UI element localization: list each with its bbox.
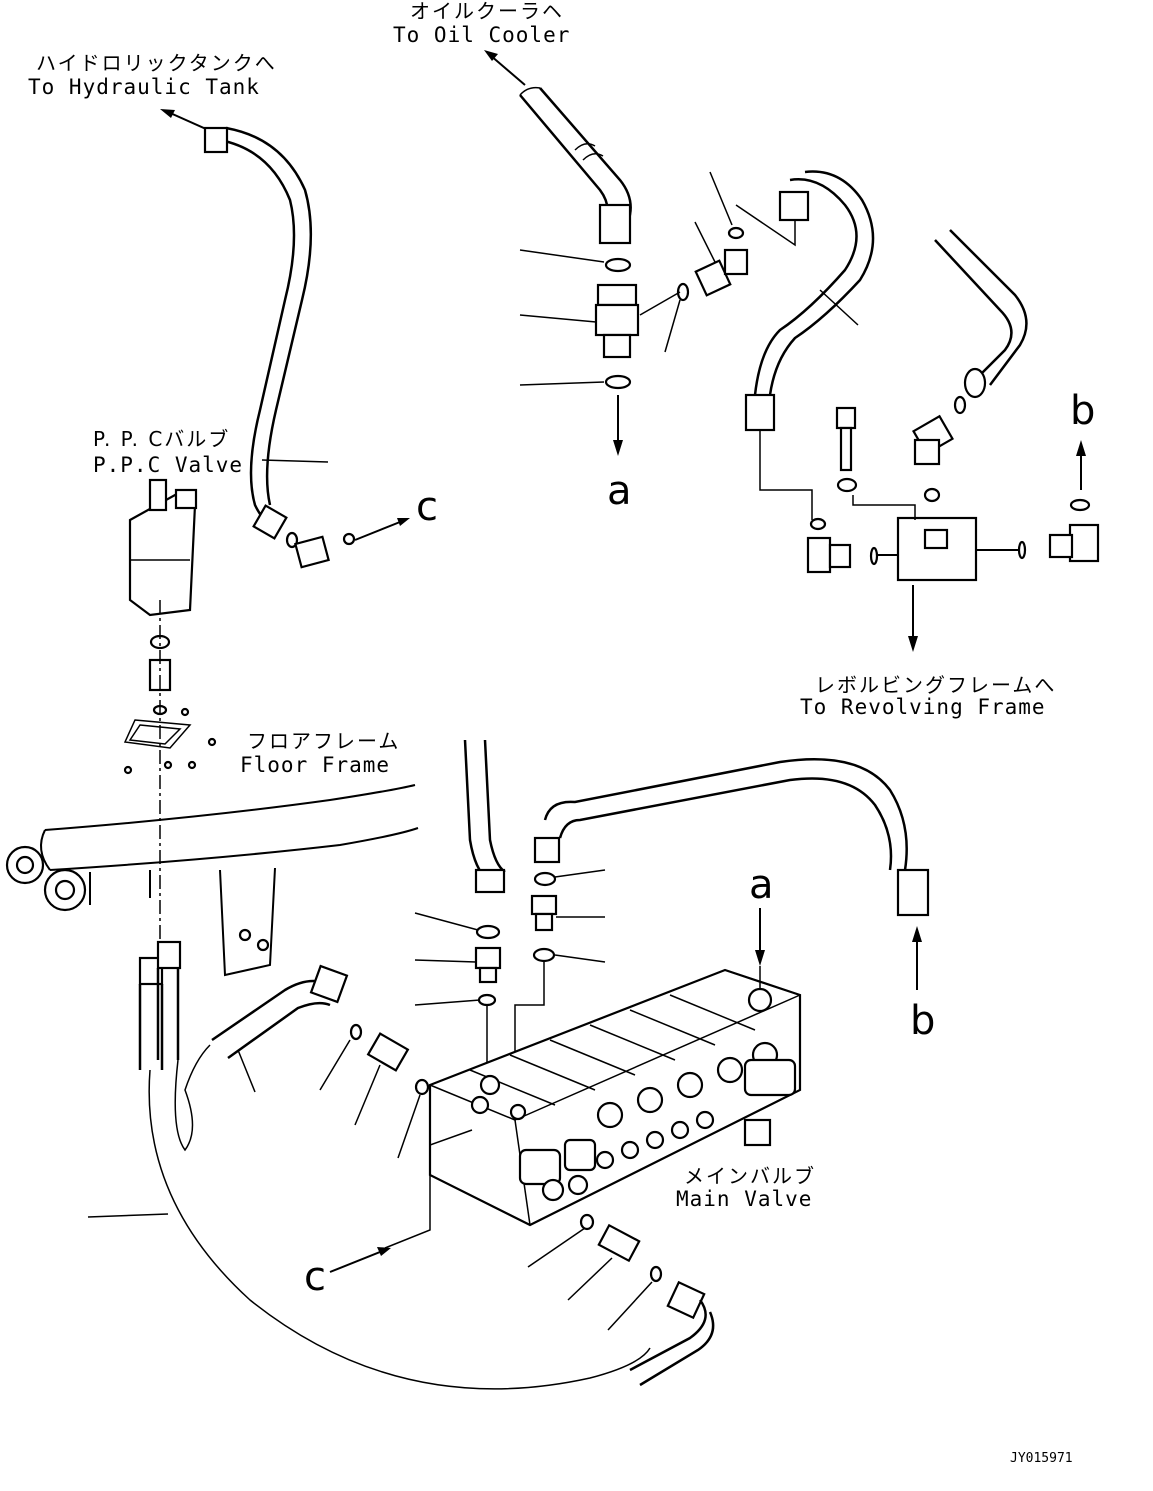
arrow-to-revolving-frame <box>908 585 918 652</box>
callout-b-top: b <box>1070 388 1095 434</box>
o-ring <box>1069 498 1091 512</box>
o-ring <box>342 532 356 546</box>
adapter-fitting <box>530 894 558 932</box>
hose-end-fitting <box>778 190 810 222</box>
floor-frame-plate <box>123 707 217 775</box>
o-ring <box>649 1265 663 1283</box>
o-ring <box>533 871 557 887</box>
hose-end-fitting <box>896 868 930 917</box>
hose-end-fitting <box>744 393 776 432</box>
swivel-joint-adapter <box>594 283 640 359</box>
connector-right <box>1048 523 1100 563</box>
arrow-a-bottom <box>755 908 765 966</box>
elbow-fitting <box>294 535 330 569</box>
o-ring <box>727 226 745 240</box>
o-ring <box>953 395 967 415</box>
callout-c-top: c <box>416 484 438 530</box>
oil-cooler-return-hose <box>934 229 1028 399</box>
floor-frame-label-en: Floor Frame <box>240 753 390 777</box>
bolt <box>835 406 857 472</box>
main-valve-inlet-hose <box>211 964 349 1060</box>
distribution-block <box>869 516 1027 582</box>
revolving-frame-label-en: To Revolving Frame <box>800 695 1046 719</box>
o-ring <box>809 517 827 531</box>
o-ring <box>475 924 501 940</box>
drawing-code: JY015971 <box>1010 1451 1073 1466</box>
arrow-to-c-top <box>354 518 410 541</box>
adapter-fitting <box>366 1032 410 1072</box>
return-hose <box>138 940 651 1390</box>
callout-c-bottom: c <box>304 1254 326 1300</box>
o-ring <box>414 1078 430 1096</box>
callout-a-top: a <box>607 468 632 514</box>
elbow-fitting <box>912 414 954 466</box>
main-valve-label-jp: メインバルブ <box>684 1164 816 1188</box>
oil-cooler-hose-fitting <box>598 203 632 245</box>
elbow-fitting <box>694 248 749 297</box>
revolving-return-hose <box>533 758 930 917</box>
ppc-valve-label-jp: P. P. Cバルブ <box>93 427 230 451</box>
main-valve-label-en: Main Valve <box>676 1187 812 1211</box>
revolving-frame-hose <box>744 170 875 432</box>
floor-frame-beam <box>5 784 419 977</box>
arrow-to-b-top <box>1076 440 1086 490</box>
o-ring <box>923 487 941 503</box>
adapter-fitting <box>597 1223 641 1263</box>
callout-a-bottom: a <box>749 862 774 908</box>
o-ring <box>676 282 690 302</box>
hose-end-fitting <box>533 836 561 864</box>
hose-end-fitting <box>203 126 229 154</box>
floor-frame-label-jp: フロアフレーム <box>247 729 400 753</box>
revolving-frame-label-jp: レボルビングフレームへ <box>815 673 1056 697</box>
hydraulic-tank-label-en: To Hydraulic Tank <box>28 75 260 99</box>
o-ring <box>604 257 632 273</box>
arrow-to-oil-cooler <box>484 50 526 86</box>
callout-b-bottom: b <box>910 998 935 1044</box>
hydraulic-tank-hose <box>203 126 313 540</box>
oil-cooler-label-en: To Oil Cooler <box>393 23 570 47</box>
adapter-fitting <box>474 946 502 984</box>
oil-cooler-hose <box>519 86 632 245</box>
o-ring <box>532 947 556 963</box>
arrow-c-bottom <box>329 1247 391 1273</box>
ppc-valve-label-en: P.P.C Valve <box>93 453 243 477</box>
washer <box>836 477 858 493</box>
hydraulic-tank-label-jp: ハイドロリックタンクへ <box>36 51 277 75</box>
o-ring <box>579 1213 595 1231</box>
arrow-to-a-top <box>613 395 623 456</box>
hose-end-fitting <box>252 504 288 540</box>
connector-left <box>806 536 852 574</box>
o-ring <box>604 374 632 390</box>
oil-cooler-label-jp: オイルクーラヘ <box>410 0 564 23</box>
ppc-valve <box>128 478 198 617</box>
main-valve-outlet-hose <box>629 1280 715 1387</box>
o-ring <box>349 1023 363 1041</box>
o-ring <box>477 993 497 1007</box>
arrow-b-bottom <box>912 926 922 990</box>
center-hose <box>463 739 506 894</box>
